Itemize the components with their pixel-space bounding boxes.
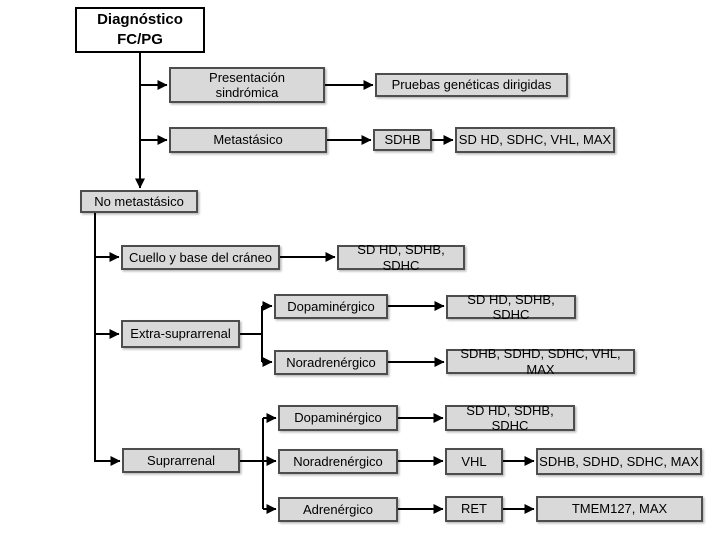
node-dopaminergico-supra: Dopaminérgico [278,405,398,431]
node-suprarrenal: Suprarrenal [122,448,240,473]
node-ret: RET [445,496,503,522]
node-noradrenergico-supra: Noradrenérgico [278,449,398,474]
node-genes-noradrenergico-supra: SDHB, SDHD, SDHC, MAX [536,448,702,475]
node-genes-dopaminergico-supra: SD HD, SDHB, SDHC [445,403,575,433]
node-extra-suprarrenal: Extra-suprarrenal [121,320,240,348]
node-genes-adrenergico: TMEM127, MAX [536,496,703,522]
node-genes-cuello: SD HD, SDHB, SDHC [337,242,465,273]
node-genes-dopaminergico-extra: SD HD, SDHB, SDHC [446,292,576,322]
edge-nometastasico-suprarrenal [94,213,121,466]
node-adrenergico: Adrenérgico [278,497,398,522]
node-sdhb: SDHB [373,129,432,151]
node-presentacion-sindromica: Presentación sindrómica [169,67,325,103]
node-cuello-base-craneo: Cuello y base del cráneo [121,245,280,270]
node-vhl: VHL [445,448,503,475]
node-pruebas-geneticas-dirigidas: Pruebas genéticas dirigidas [375,73,568,97]
node-dopaminergico-extra: Dopaminérgico [274,294,388,319]
node-metastasico: Metastásico [169,127,327,153]
node-genes-metastasico: SD HD, SDHC, VHL, MAX [455,127,615,153]
node-genes-noradrenergico-extra: SDHB, SDHD, SDHC, VHL, MAX [446,346,635,377]
node-noradrenergico-extra: Noradrenérgico [274,350,388,375]
node-diagnostico-fc-pg: Diagnóstico FC/PG [75,7,205,53]
node-no-metastasico: No metastásico [80,190,198,213]
